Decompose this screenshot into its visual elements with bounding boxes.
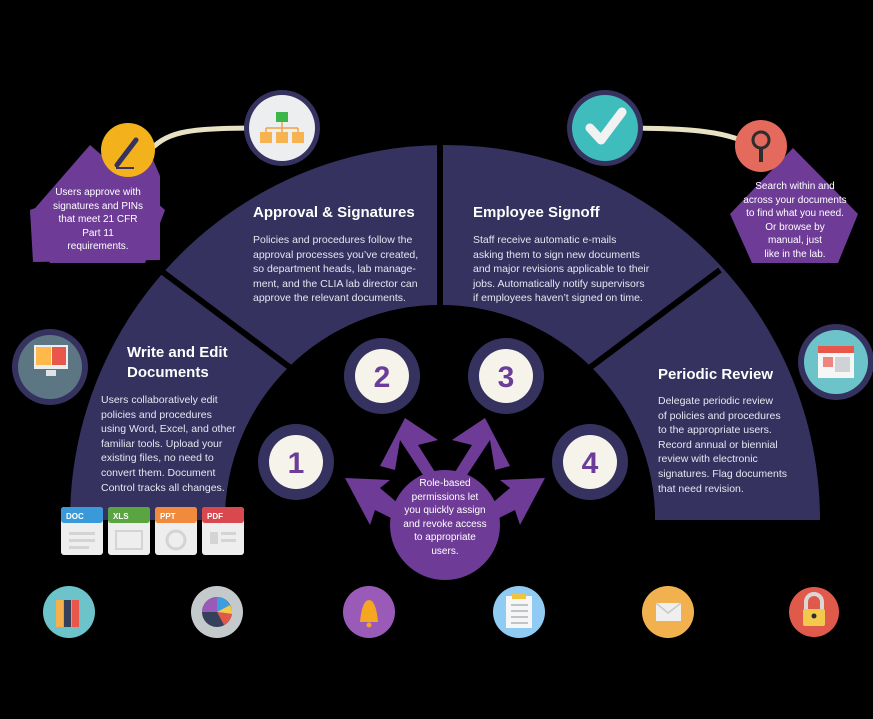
- step-2-badge: [344, 338, 420, 414]
- section-title: Employee Signoff: [473, 204, 600, 221]
- section-periodic-review: Periodic Review Delegate periodic review…: [658, 365, 808, 496]
- step-3-badge: [468, 338, 544, 414]
- step-number-1: 1: [288, 447, 305, 480]
- step-4-badge: [552, 424, 628, 500]
- step-1-badge: [258, 424, 334, 500]
- svg-text:DOC: DOC: [66, 512, 84, 521]
- magnifier-search-icon: [735, 120, 787, 172]
- binders-icon: [43, 586, 95, 638]
- permissions-hub: [345, 418, 545, 580]
- bell-icon: [343, 586, 395, 638]
- calendar-icon: [798, 324, 873, 400]
- svg-text:PDF: PDF: [207, 512, 223, 521]
- pie-chart-icon: [191, 586, 243, 638]
- section-title: Periodic Review: [658, 366, 774, 383]
- clipboard-checklist-icon: [493, 586, 545, 638]
- org-chart-icon: [244, 90, 320, 166]
- file-icons: DOC XLS PPT PDF: [61, 507, 244, 555]
- outer-arc: [70, 145, 820, 520]
- svg-text:PPT: PPT: [160, 512, 176, 521]
- step-number-4: 4: [582, 447, 599, 480]
- svg-text:XLS: XLS: [113, 512, 129, 521]
- ppt-file-icon: PPT: [155, 507, 197, 555]
- section-employee-signoff: Employee Signoff Staff receive automatic…: [473, 203, 673, 306]
- envelope-icon: [642, 586, 694, 638]
- pdf-file-icon: PDF: [202, 507, 244, 555]
- step-number-2: 2: [374, 361, 391, 394]
- pentagon-right: [730, 148, 858, 263]
- checkmark-icon: [567, 90, 643, 166]
- section-title: Approval & Signatures: [253, 204, 415, 221]
- padlock-icon: [789, 587, 839, 637]
- pen-icon: [101, 123, 155, 177]
- xls-file-icon: XLS: [108, 507, 150, 555]
- doc-file-icon: DOC: [61, 507, 103, 555]
- step-number-3: 3: [498, 361, 515, 394]
- monitor-icon: [12, 329, 88, 405]
- section-approval-signatures: Approval & Signatures Policies and proce…: [253, 203, 453, 306]
